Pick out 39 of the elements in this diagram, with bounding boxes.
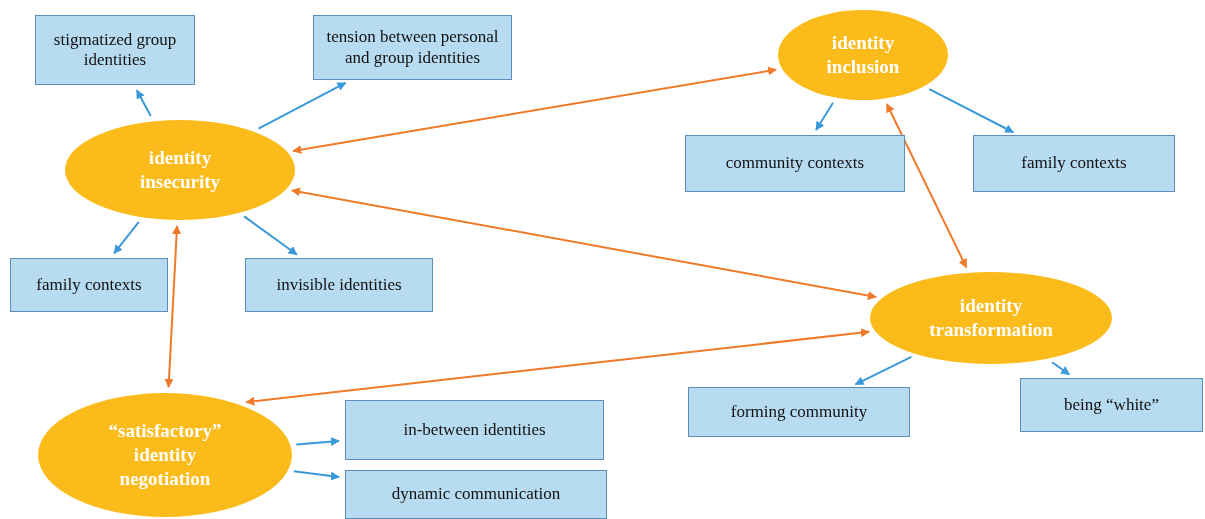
arrow xyxy=(243,215,298,256)
arrow xyxy=(245,328,871,406)
node-label: family contexts xyxy=(1021,153,1127,174)
topic-box xyxy=(1020,378,1203,432)
node-label: dynamic communication xyxy=(391,484,561,505)
node-label: invisible identities xyxy=(276,274,402,296)
topic-box xyxy=(688,387,910,437)
arrow xyxy=(928,88,1015,134)
arrow xyxy=(1051,361,1071,376)
topic-box xyxy=(345,470,607,519)
topic-box xyxy=(245,258,433,312)
arrow xyxy=(854,355,913,386)
node-label: “satisfactory” identity negotiation xyxy=(107,419,223,491)
arrow xyxy=(292,470,341,481)
node-label: identity insecurity xyxy=(138,146,222,194)
node-label: being “white” xyxy=(1064,394,1159,416)
node-label: identity inclusion xyxy=(825,31,901,79)
topic-box xyxy=(35,15,195,85)
topic-box xyxy=(973,135,1175,192)
arrow xyxy=(290,187,877,300)
node-label: tension between personal and group identities xyxy=(325,27,500,68)
topic-box xyxy=(345,400,604,460)
topic-box xyxy=(10,258,168,312)
arrow xyxy=(295,437,340,447)
node-label: stigmatized group identities xyxy=(52,29,178,71)
arrow xyxy=(292,66,778,155)
node-label: forming community xyxy=(730,401,868,423)
arrow xyxy=(164,225,182,389)
topic-box xyxy=(313,15,512,80)
arrow xyxy=(815,101,835,131)
arrow xyxy=(885,102,968,269)
node-label: community contexts xyxy=(725,153,865,174)
arrow xyxy=(135,89,152,118)
node-label: family contexts xyxy=(36,274,142,296)
node-label: in-between identities xyxy=(403,419,546,441)
topic-box xyxy=(685,135,905,192)
arrow xyxy=(113,221,140,255)
arrow xyxy=(257,81,347,130)
node-label: identity transformation xyxy=(928,294,1054,342)
